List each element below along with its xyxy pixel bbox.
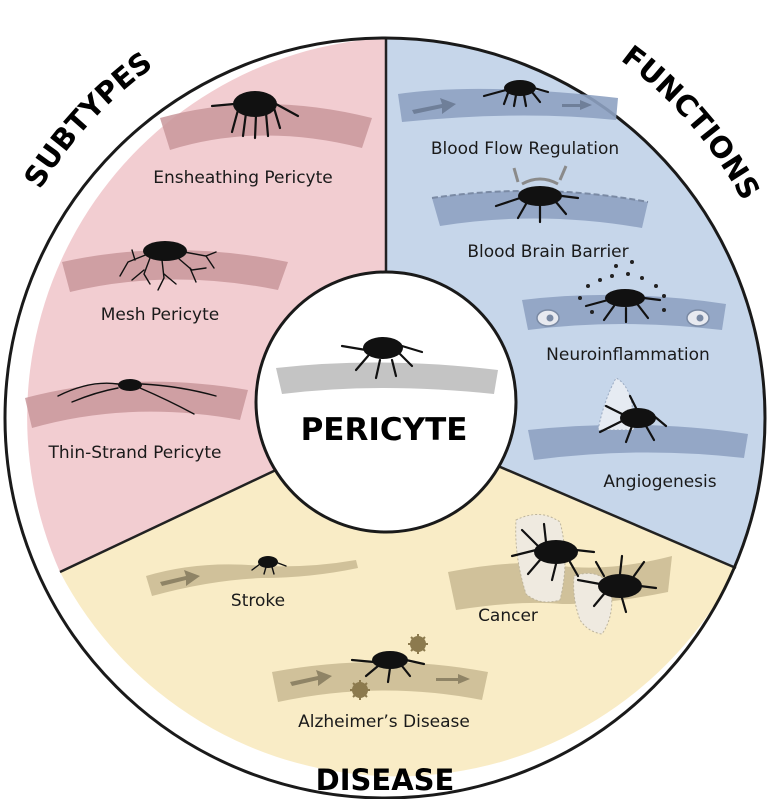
function-label-neuroinflammation: Neuroinflammation — [546, 345, 710, 365]
disease-label-alzheimers: Alzheimer’s Disease — [298, 712, 470, 732]
subtype-label-thin-strand: Thin-Strand Pericyte — [48, 443, 222, 463]
center-title: PERICYTE — [301, 412, 468, 448]
subtype-label-mesh: Mesh Pericyte — [101, 305, 220, 325]
disease-label-cancer: Cancer — [478, 606, 538, 626]
center-hub — [256, 272, 516, 532]
function-label-bbb: Blood Brain Barrier — [467, 242, 628, 262]
subtype-label-ensheathing: Ensheathing Pericyte — [153, 168, 333, 188]
function-label-angiogenesis: Angiogenesis — [603, 472, 716, 492]
disease-title: DISEASE — [316, 763, 455, 797]
disease-label-stroke: Stroke — [231, 591, 285, 611]
function-label-blood-flow: Blood Flow Regulation — [431, 139, 619, 159]
